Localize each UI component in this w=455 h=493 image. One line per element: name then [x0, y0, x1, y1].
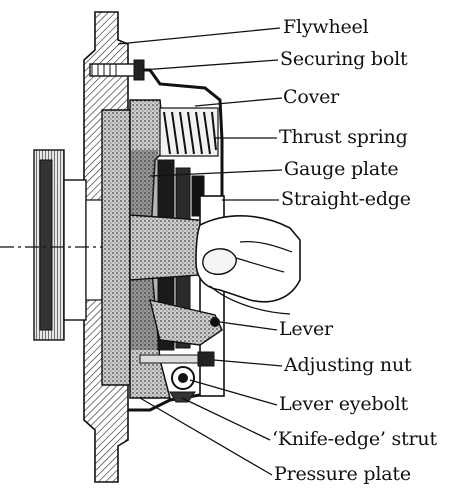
lever-shape	[149, 299, 223, 346]
gauge-boss-shape	[129, 214, 206, 281]
label-adjusting-nut: Adjusting nut	[284, 354, 412, 376]
label-thrust-spring: Thrust spring	[279, 126, 408, 148]
label-lever-eyebolt: Lever eyebolt	[279, 393, 408, 415]
thrust-spring-shape	[159, 107, 219, 157]
label-knife-edge-strut: ‘Knife-edge’ strut	[272, 428, 437, 450]
leader-lines	[117, 27, 283, 476]
lever-eyebolt-shape	[171, 366, 195, 390]
adjusting-nut-shape	[139, 351, 215, 367]
label-lever: Lever	[279, 318, 333, 340]
hub-shape	[33, 149, 103, 341]
knife-edge-strut-shape	[169, 391, 196, 403]
label-straight-edge: Straight-edge	[281, 188, 411, 210]
securing-bolt-shape	[89, 59, 145, 81]
label-pressure-plate: Pressure plate	[274, 463, 411, 485]
label-gauge-plate: Gauge plate	[284, 158, 399, 180]
label-cover: Cover	[283, 86, 340, 108]
label-securing-bolt: Securing bolt	[280, 48, 408, 70]
clutch-disc-shape	[101, 109, 131, 386]
label-flywheel: Flywheel	[283, 16, 369, 38]
hand-shape	[195, 215, 301, 315]
